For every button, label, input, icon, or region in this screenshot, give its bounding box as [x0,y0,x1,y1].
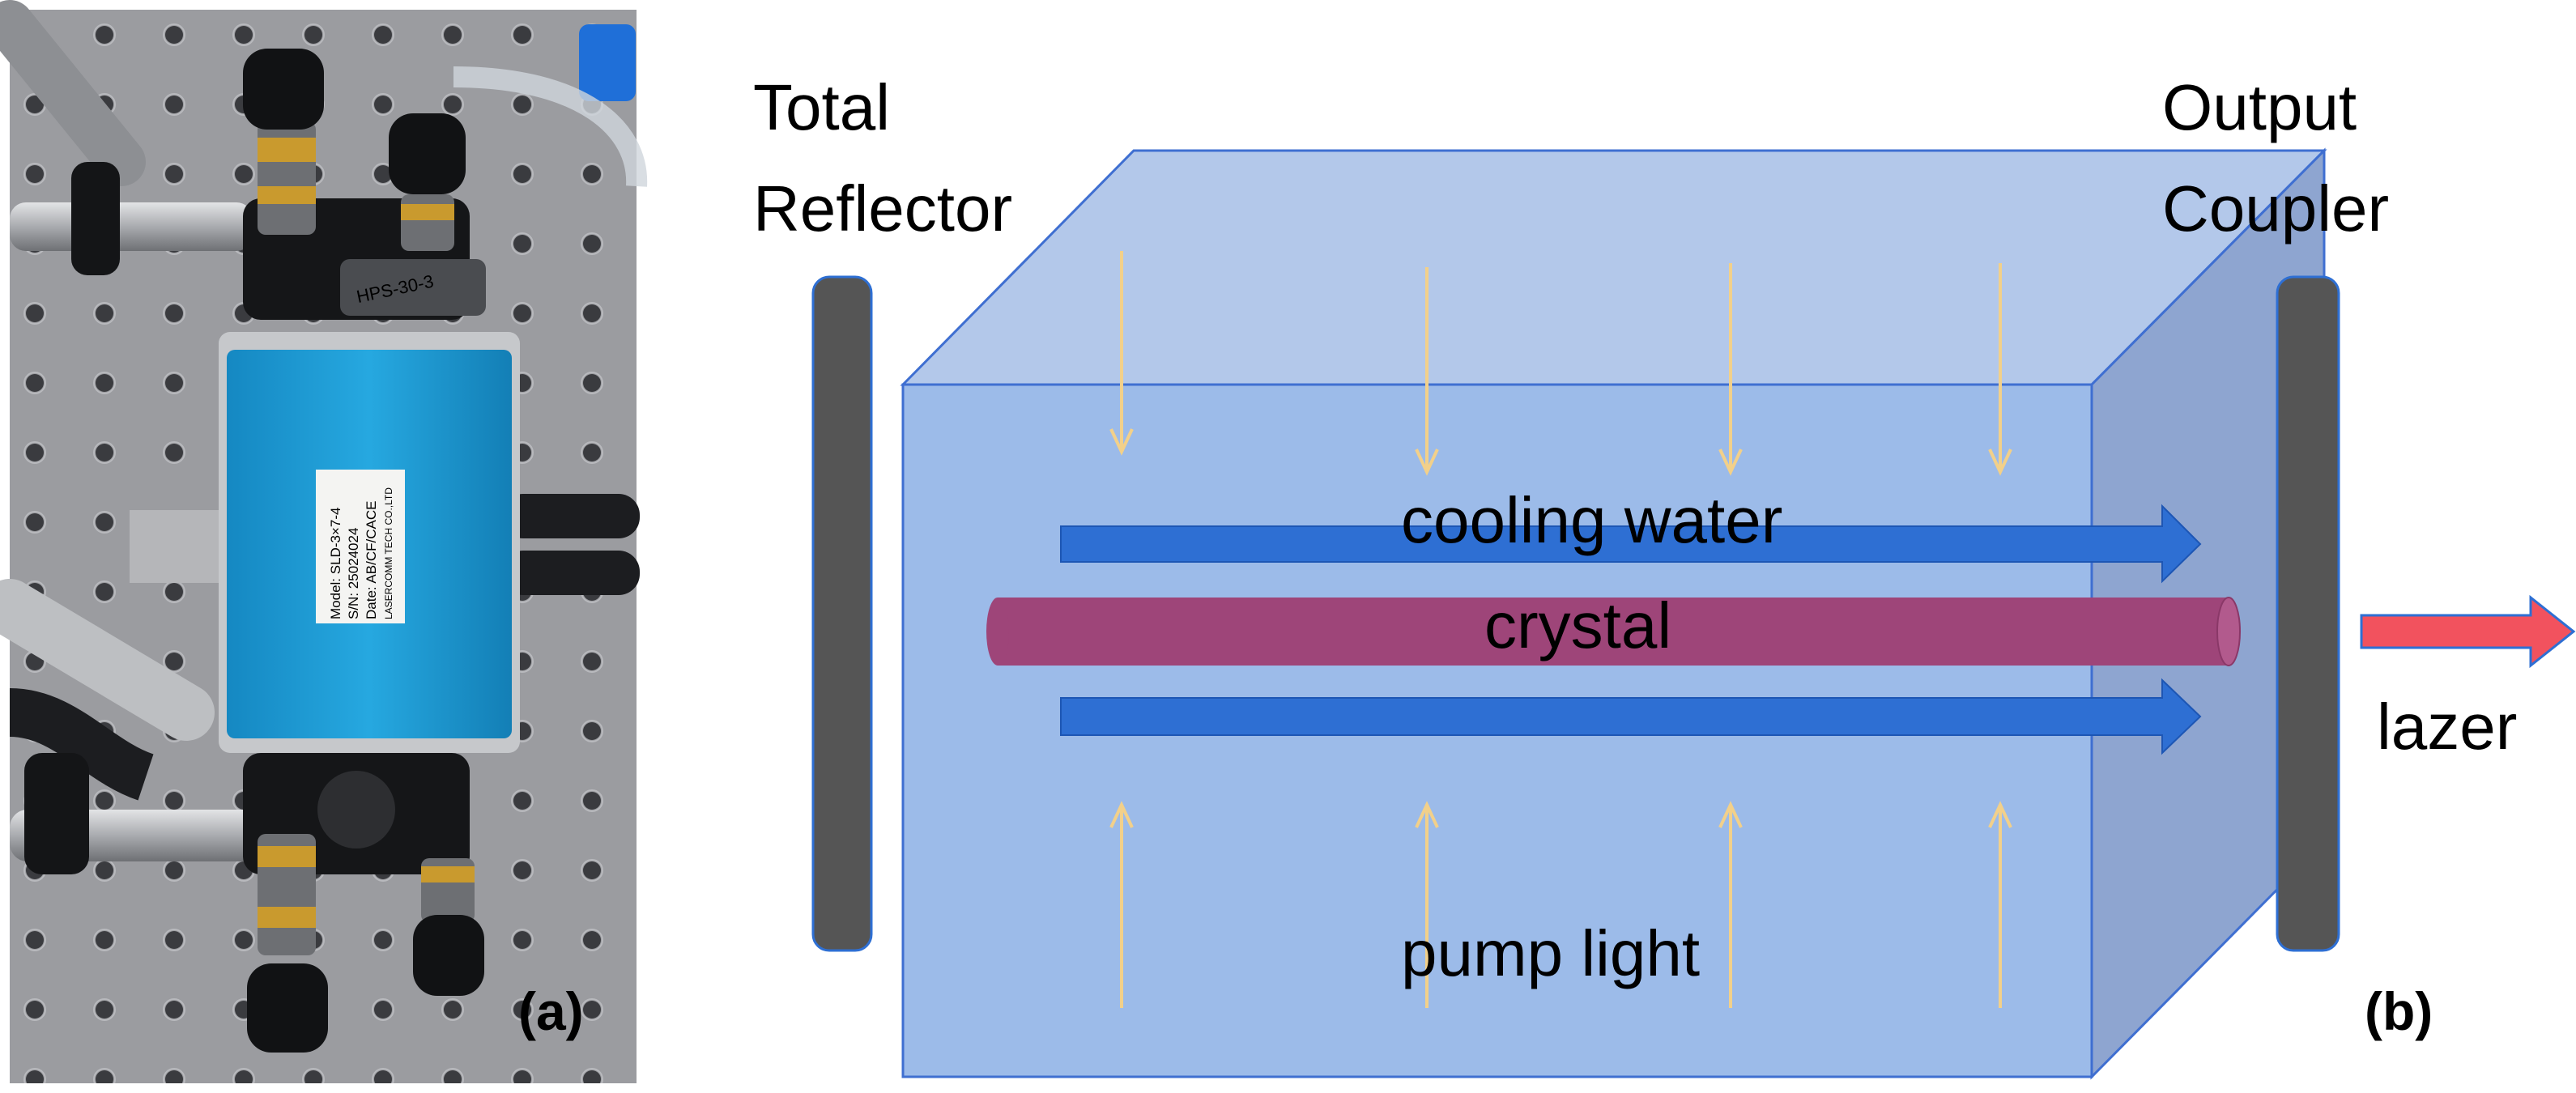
product-sticker [316,470,405,623]
pump-arrow [1109,251,1134,456]
mounting-post-upper [10,202,253,251]
pump-arrow [1718,801,1743,1008]
pump-arrow [1988,263,2012,476]
laser-module: Model: SLD-3×7-4 S/N: 25024024 Date: AB/… [219,332,520,753]
cooling-water-arrow-bottom [1060,678,2202,755]
pump-light-label: pump light [1401,917,1700,989]
cooling-water-label: cooling water [1401,484,1782,556]
pump-arrow [1415,267,1439,476]
diagonal-rod [0,0,146,186]
total-reflector-label-line2: Reflector [753,172,1012,245]
crystal-rod [986,597,2241,666]
sticker-maker: LASERCOMM TECH CO.,LTD [383,487,394,619]
pump-arrow [1988,801,2012,1008]
pump-arrow [1109,801,1134,1008]
hose-upper [502,494,640,538]
crystal-label: crystal [1484,589,1671,661]
pump-arrow [1415,801,1439,1008]
panel-b-diagram: Total Reflector Output Coupler cooling w… [753,71,2576,1080]
panel-b-label: (b) [2365,981,2433,1041]
sticker-model: Model: SLD-3×7-4 [328,508,343,619]
pump-arrow [1718,263,1743,476]
laser-output-arrow [2360,594,2576,669]
panel-a-photo: HPS-30-3 Model: SLD-3×7-4 S/N: 25024024 … [0,0,648,1083]
output-coupler-label-line1: Output [2162,71,2357,143]
output-coupler-mirror [2276,275,2340,952]
sticker-date: Date: AB/CF/CACE [364,501,379,619]
top-mirror-mount: HPS-30-3 [71,49,486,320]
panel-a-label: (a) [518,981,584,1041]
total-reflector-mirror [811,275,873,952]
blue-clamp [579,24,636,101]
clear-tube [453,66,648,187]
hose-lower [502,551,640,595]
lazer-label: lazer [2377,691,2517,763]
pump-arrows-bottom [1109,801,2012,1008]
pump-arrows-top [1109,251,2012,476]
diagonal-rod-lower [0,579,215,741]
cube-top-face [900,149,2327,386]
hose-left [8,688,155,801]
total-reflector-label-line1: Total [753,71,890,143]
bottom-mirror-mount [24,753,484,1053]
sticker-serial: S/N: 25024024 [346,528,361,619]
cooling-water-arrow-top [1060,504,2202,584]
output-coupler-label-line2: Coupler [2162,172,2389,245]
